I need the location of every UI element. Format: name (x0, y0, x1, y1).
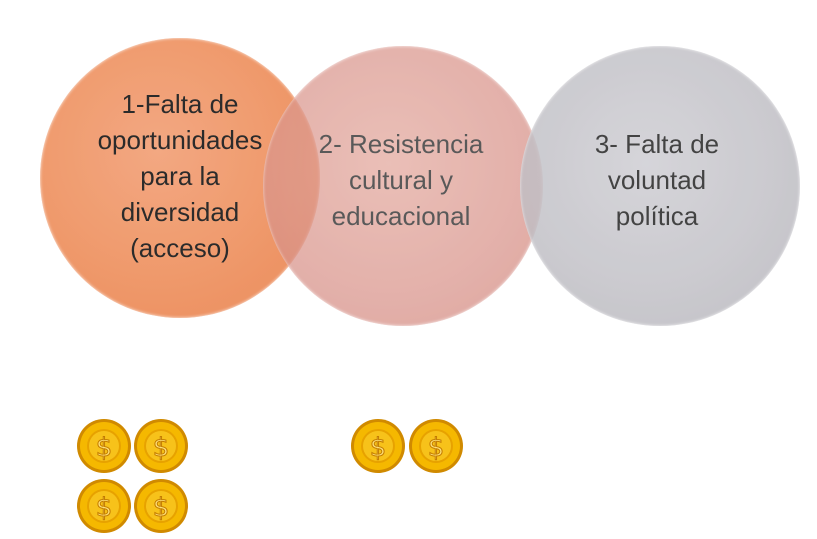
circle-cultural-resistance: 2- Resistencia cultural y educacional (263, 46, 543, 326)
svg-text:$: $ (428, 433, 445, 463)
dollar-coin-icon: $ (77, 419, 131, 473)
svg-text:$: $ (153, 433, 170, 463)
svg-text:$: $ (153, 493, 170, 523)
circle-political-will: 3- Falta de voluntad política (520, 46, 800, 326)
svg-text:$: $ (96, 433, 113, 463)
dollar-coin-icon: $ (77, 479, 131, 533)
dollar-coin-icon: $ (351, 419, 405, 473)
circle-1-label: 1-Falta de oportunidades para la diversi… (97, 89, 263, 263)
circle-2-label: 2- Resistencia cultural y educacional (318, 129, 484, 231)
svg-text:$: $ (370, 433, 387, 463)
circle-3-label: 3- Falta de voluntad política (594, 129, 720, 231)
dollar-coin-icon: $ (409, 419, 463, 473)
dollar-coin-icon: $ (134, 419, 188, 473)
dollar-coin-icon: $ (134, 479, 188, 533)
svg-text:$: $ (96, 493, 113, 523)
